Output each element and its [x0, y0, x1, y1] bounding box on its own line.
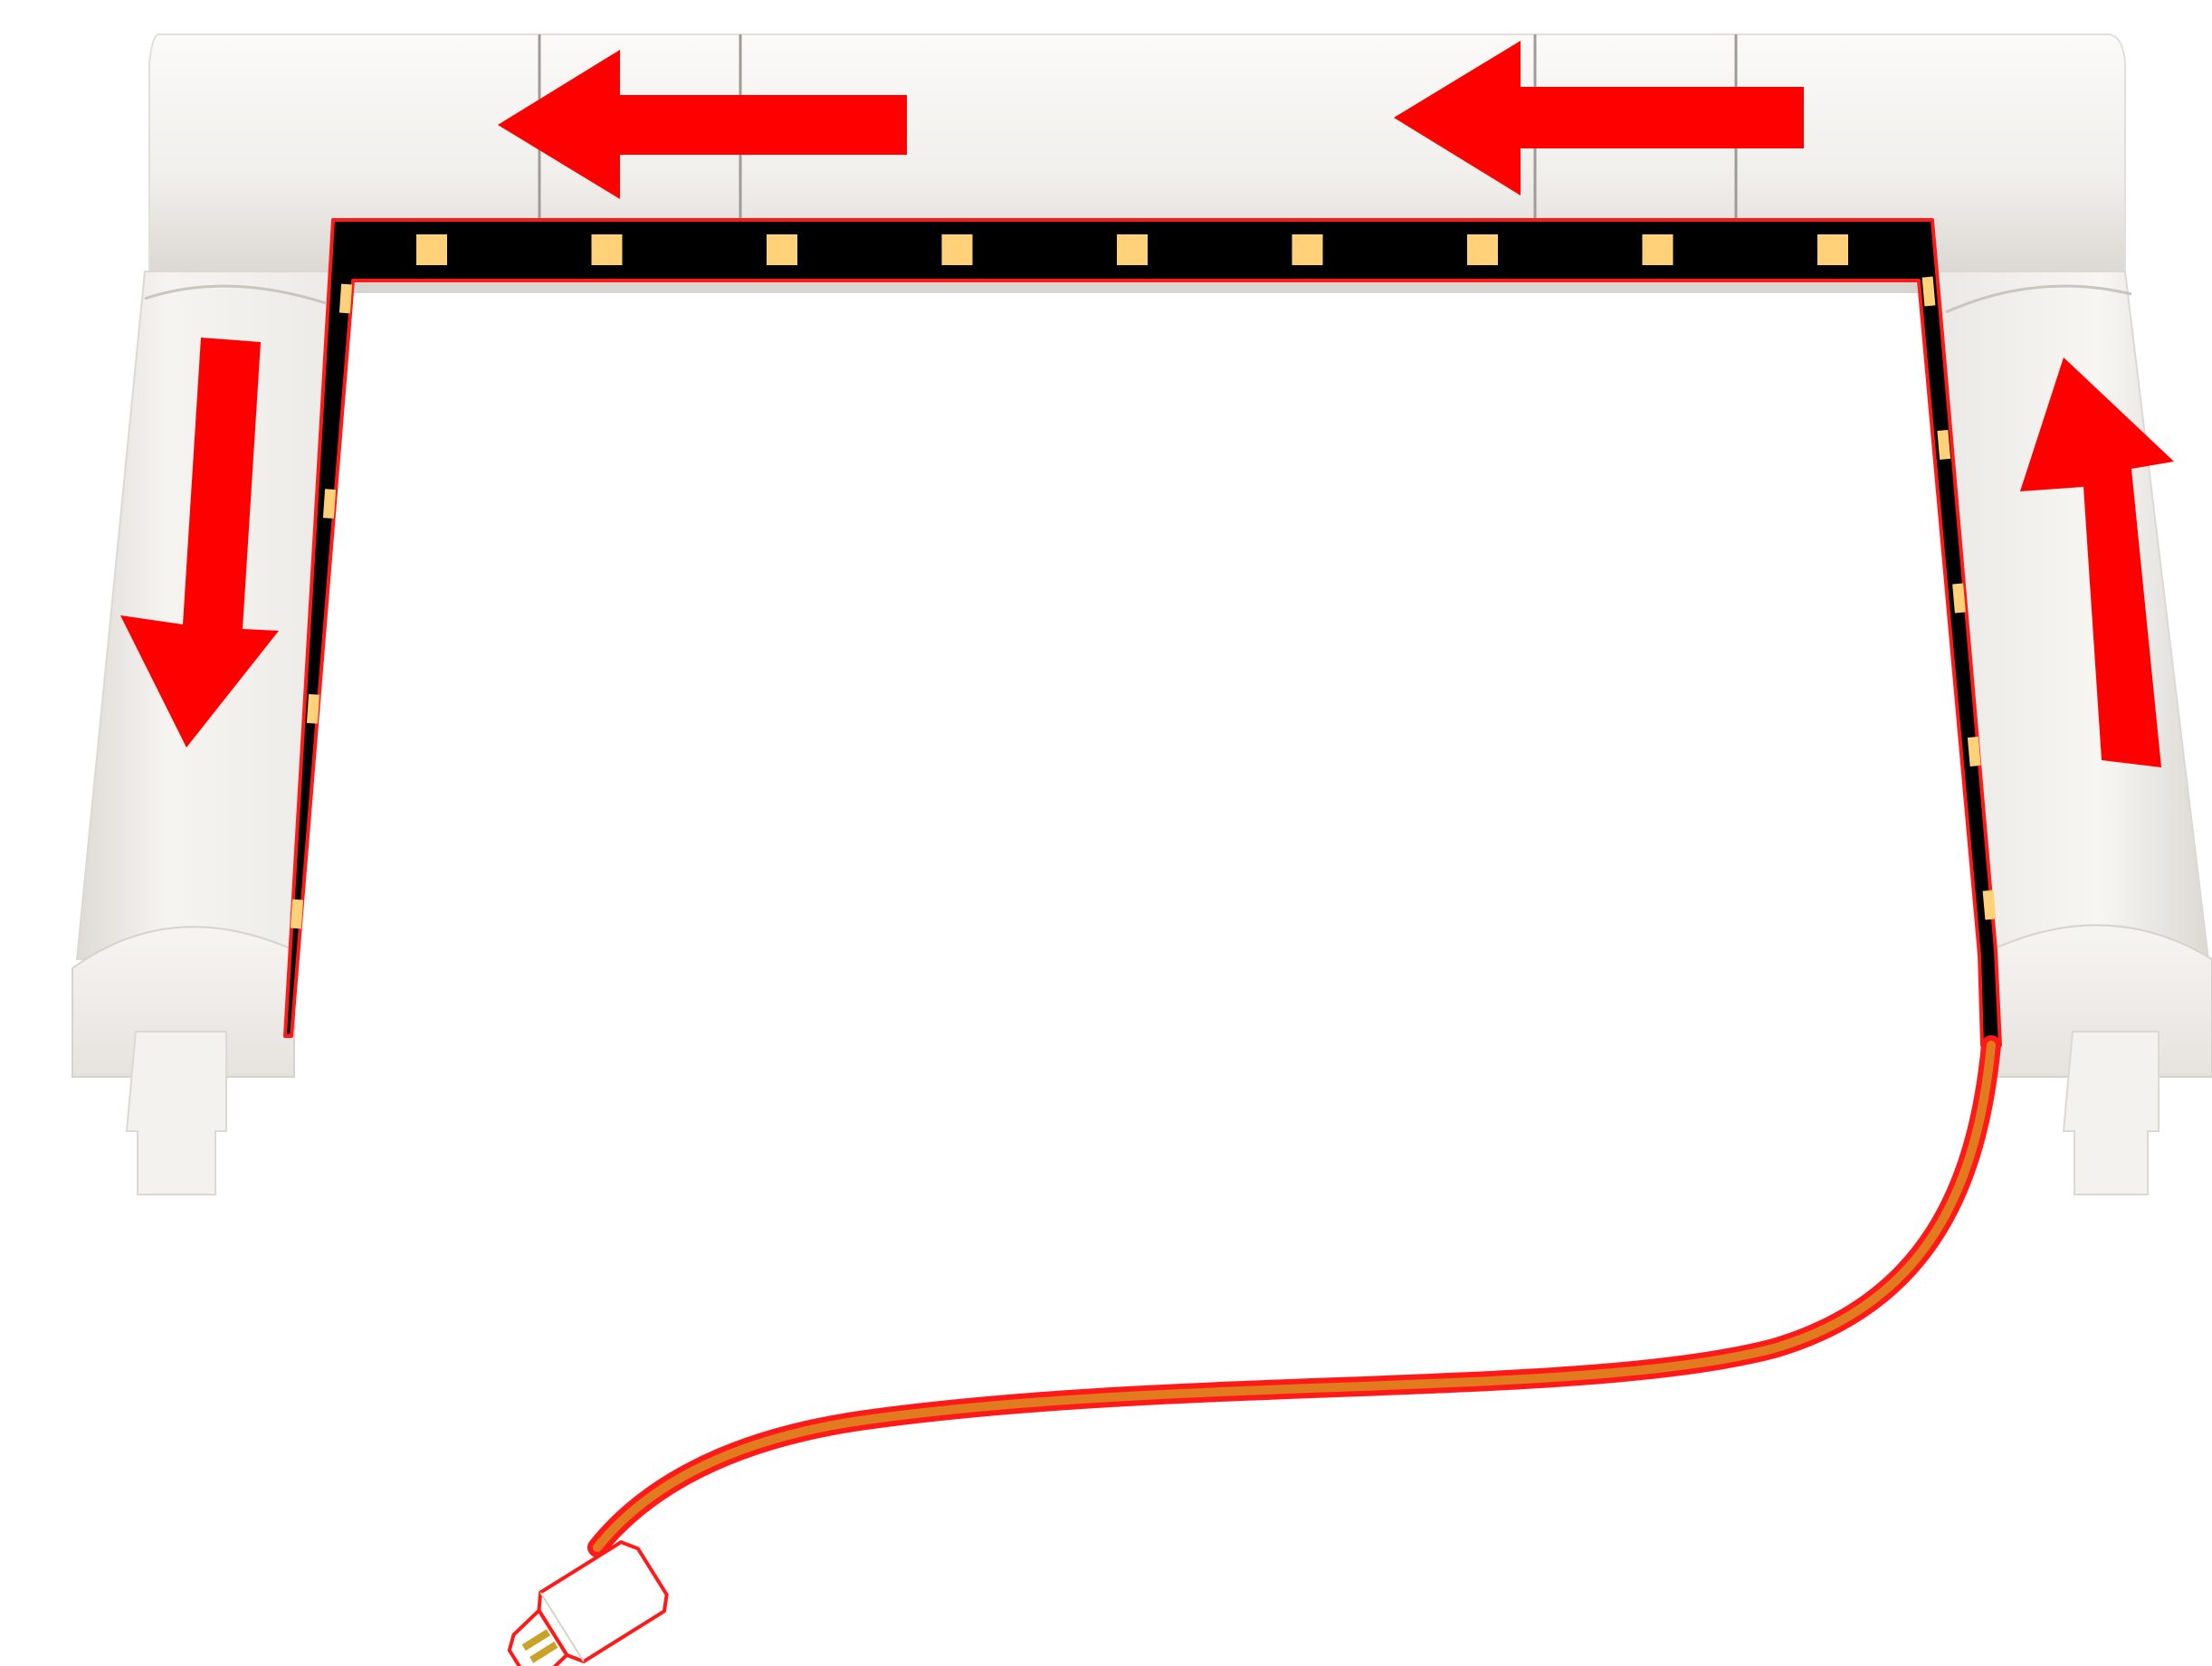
frame-right-mount-clip [2064, 1032, 2159, 1195]
led-chip [307, 694, 319, 724]
lead-cable [597, 1045, 1991, 1547]
led-chip [767, 234, 797, 265]
led-chip [1643, 234, 1673, 265]
led-chip [291, 900, 303, 929]
led-chip [1117, 234, 1148, 265]
led-chip [416, 234, 447, 265]
led-strip [285, 220, 2000, 1045]
led-strip-body [285, 220, 2000, 1045]
connector-plug-icon [492, 1537, 673, 1666]
led-chip [339, 284, 352, 314]
frame-left-mount-clip [127, 1032, 226, 1195]
led-chip [1467, 234, 1498, 265]
led-chips [291, 234, 1996, 928]
cable-outline [597, 1045, 1991, 1547]
led-chip [1292, 234, 1323, 265]
led-chip [592, 234, 623, 265]
led-chip [1817, 234, 1848, 265]
frame-body [72, 34, 2212, 1195]
cable-core [597, 1045, 1991, 1547]
led-chip [942, 234, 973, 265]
led-chip [323, 489, 336, 519]
